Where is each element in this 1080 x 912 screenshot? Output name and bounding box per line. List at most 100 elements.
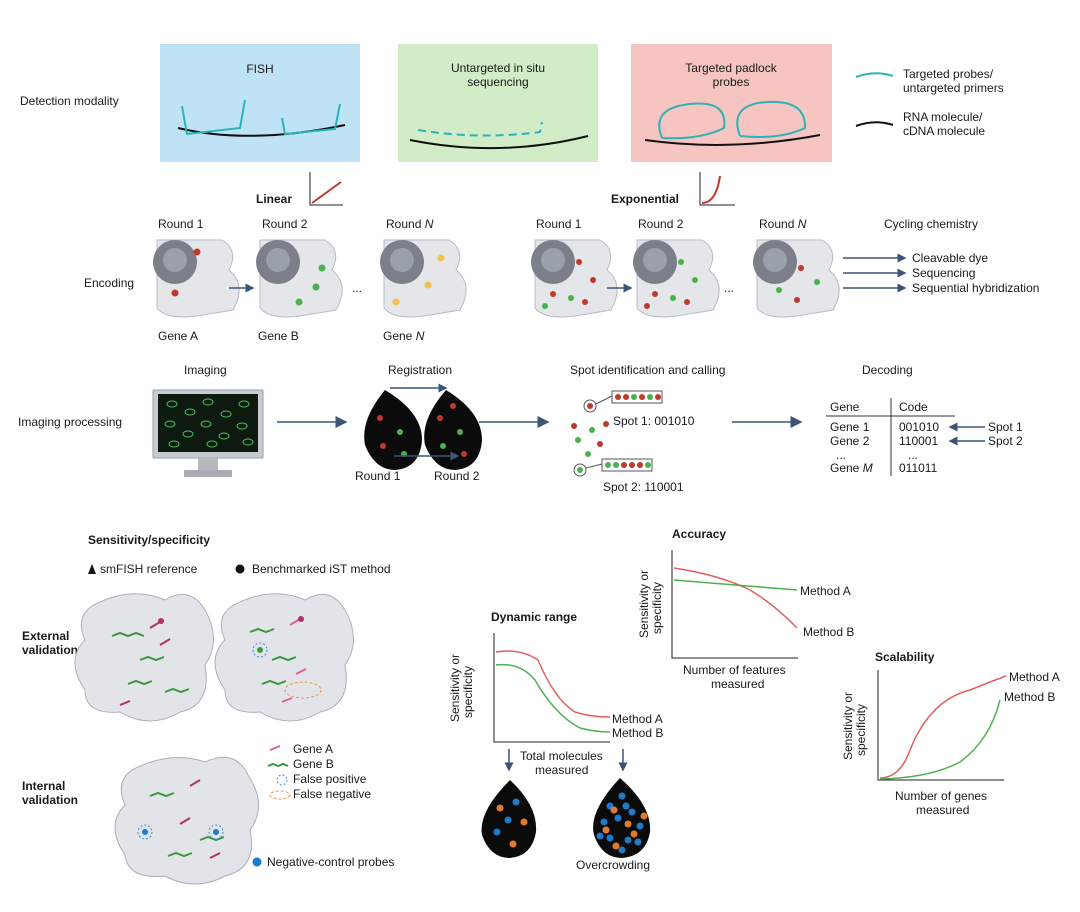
encoding-ellipsis-linear: ... [352, 281, 362, 295]
sparse-drop [481, 780, 537, 858]
accuracy-xlabel-line2: measured [711, 677, 764, 691]
dynamic-method-b: Method B [612, 726, 663, 740]
dynamic-method-b-line [495, 663, 611, 733]
cycling-item-cleavable-dye: Cleavable dye [912, 251, 988, 265]
cycling-item-sequencing: Sequencing [912, 266, 975, 280]
label-detection-modality: Detection modality [20, 94, 119, 108]
scalability-xlabel-line1: Number of genes [895, 789, 987, 803]
decoding-row2-gene: Gene 2 [830, 434, 870, 448]
external-validation-line1: External [22, 629, 69, 643]
spot-identification-title: Spot identification and calling [570, 363, 725, 377]
validation-cells [74, 593, 354, 885]
validation-legend: Gene A Gene B False positive False negat… [267, 742, 371, 801]
accuracy-method-b: Method B [803, 625, 854, 639]
smfish-reference-label: smFISH reference [100, 562, 198, 576]
decoding-row1-gene: Gene 1 [830, 420, 870, 434]
cell-exp-round1 [531, 239, 618, 318]
scalability-ylabel-line1: Sensitivity or [841, 692, 855, 760]
encoding-ellipsis-exp: ... [724, 281, 734, 295]
decoding-row3-gene: ... [836, 448, 846, 462]
scalability-xlabel-line2: measured [916, 803, 969, 817]
benchmarked-method-label: Benchmarked iST method [252, 562, 391, 576]
enc-linear-round1: Round 1 [158, 217, 204, 231]
spot1-code: Spot 1: 001010 [613, 414, 695, 428]
accuracy-ylabel-line1: Sensitivity or [637, 570, 651, 638]
external-validation-line2: validation [22, 643, 78, 657]
negative-control-label: Negative-control probes [267, 855, 394, 869]
scalability-method-b-line [879, 699, 1001, 780]
legend-false-negative: False negative [293, 787, 371, 801]
detection-legend: Targeted probes/ untargeted primers RNA … [855, 67, 1004, 138]
enc-linear-roundN: Round N [386, 217, 434, 231]
dynamic-xlabel-line2: measured [535, 763, 588, 777]
sensitivity-title: Sensitivity/specificity [88, 533, 210, 547]
legend-rna-line1: RNA molecule/ [903, 110, 983, 124]
legend-probe-line2: untargeted primers [903, 81, 1004, 95]
decoding-row4-gene: Gene M [830, 461, 873, 475]
cell-linear-roundN [380, 239, 467, 318]
enc-exp-round2: Round 2 [638, 217, 684, 231]
dynamic-ylabel-line2: specificity [461, 666, 475, 718]
cycling-item-sequential-hybridization: Sequential hybridization [912, 281, 1039, 295]
legend-gene-a: Gene A [293, 742, 333, 756]
registration-drops [364, 383, 482, 470]
scalability-title: Scalability [875, 650, 935, 664]
probe-legend-swatch [855, 72, 894, 78]
enc-exp-roundN: Round N [759, 217, 807, 231]
dynamic-ylabel-line1: Sensitivity or [448, 654, 462, 722]
padlock-title-line1: Targeted padlock [685, 61, 777, 75]
dynamic-method-a: Method A [612, 712, 663, 726]
scalability-method-a-line [879, 675, 1007, 779]
dynamic-range-title: Dynamic range [491, 610, 577, 624]
enc-linear-round2: Round 2 [262, 217, 308, 231]
gene-a-label: Gene A [158, 329, 198, 343]
registration-round1: Round 1 [355, 469, 401, 483]
scalability-method-a: Method A [1009, 670, 1060, 684]
overcrowding-label: Overcrowding [576, 858, 650, 872]
label-encoding: Encoding [84, 276, 134, 290]
untargeted-title-line2: sequencing [467, 75, 528, 89]
triangle-icon [88, 564, 96, 574]
scalability-chart: Sensitivity or specificity Method A Meth… [841, 670, 1060, 817]
decoding-row3-code: ... [908, 448, 918, 462]
dynamic-range-chart: Sensitivity or specificity Method A Meth… [448, 633, 663, 777]
untargeted-title-line1: Untargeted in situ [451, 61, 545, 75]
accuracy-method-a-line [673, 579, 798, 591]
decoding-head-gene: Gene [830, 400, 860, 414]
accuracy-xlabel-line1: Number of features [683, 663, 786, 677]
decoding-title: Decoding [862, 363, 913, 377]
dynamic-xlabel-line1: Total molecules [520, 749, 603, 763]
cell-linear-round1 [153, 239, 240, 318]
scalability-ylabel-line2: specificity [854, 704, 868, 756]
exponential-mini-plot [699, 172, 735, 206]
decoding-spot2: Spot 2 [988, 434, 1023, 448]
legend-false-positive: False positive [293, 772, 367, 786]
negative-control-dot [252, 857, 262, 867]
linear-mini-plot [309, 172, 343, 206]
cell-linear-round2 [256, 239, 343, 318]
registration-title: Registration [388, 363, 452, 377]
decoding-row1-code: 001010 [899, 420, 939, 434]
padlock-title-line2: probes [713, 75, 750, 89]
registration-round2: Round 2 [434, 469, 480, 483]
internal-validation-line2: validation [22, 793, 78, 807]
fish-title: FISH [246, 62, 273, 76]
decoding-row4-code: 011011 [899, 461, 938, 475]
overcrowding-drop [593, 778, 651, 858]
decoding-row2-code: 110001 [899, 434, 938, 448]
spot-calling [571, 390, 663, 477]
gene-n-label: Gene N [383, 329, 425, 343]
linear-label: Linear [256, 192, 292, 206]
label-imaging-processing: Imaging processing [18, 415, 122, 429]
imaging-title: Imaging [184, 363, 227, 377]
legend-gene-b: Gene B [293, 757, 334, 771]
cell-exp-round2 [633, 239, 720, 318]
cycling-chemistry-list: Cleavable dye Sequencing Sequential hybr… [843, 251, 1039, 295]
encoding-cells: ... ... [153, 239, 840, 318]
fish-box: FISH [160, 44, 360, 162]
untargeted-sequencing-box: Untargeted in situ sequencing [398, 44, 598, 162]
cycling-chemistry-title: Cycling chemistry [884, 217, 978, 231]
decoding-head-code: Code [899, 400, 928, 414]
enc-exp-round1: Round 1 [536, 217, 582, 231]
